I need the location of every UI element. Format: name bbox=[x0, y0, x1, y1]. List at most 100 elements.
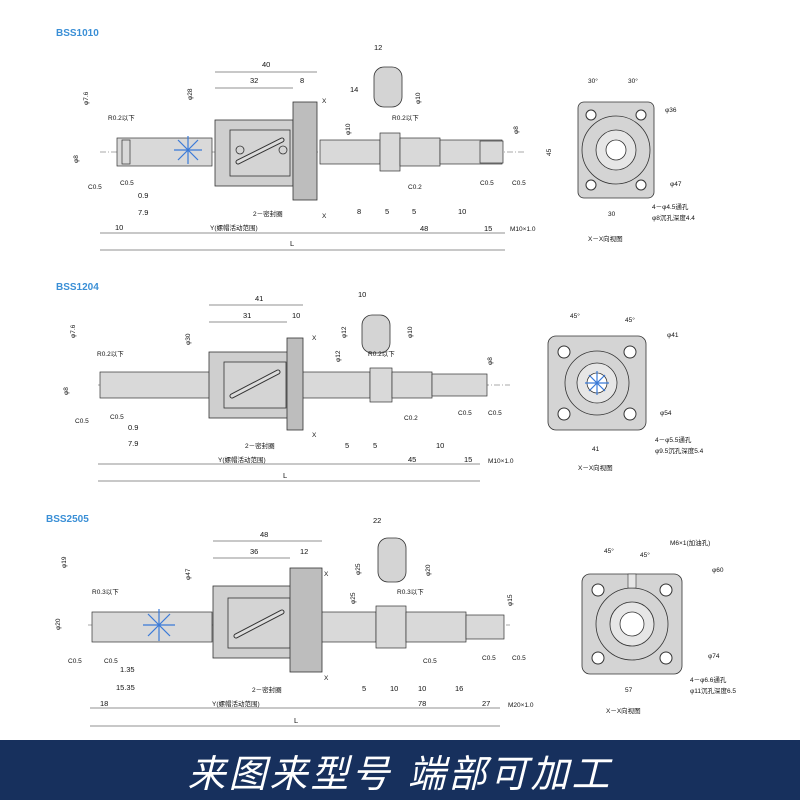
section-x: X bbox=[324, 571, 329, 578]
dim-c02: C0.2 bbox=[408, 184, 422, 191]
dim-57: 57 bbox=[625, 687, 633, 694]
dim-phi20-2: φ20 bbox=[425, 564, 432, 576]
dim-41: 41 bbox=[255, 294, 263, 303]
angle-45-2: 45° bbox=[640, 551, 650, 559]
dim-phi10-2: φ10 bbox=[415, 92, 422, 104]
dim-45: 45 bbox=[408, 455, 416, 464]
seal-label: 2－密封圈 bbox=[245, 441, 275, 450]
holes-note: 4－φ4.5通孔 bbox=[652, 202, 689, 211]
dim-10: 10 bbox=[390, 684, 398, 693]
dim-32: 32 bbox=[250, 76, 258, 85]
technical-drawing: BSS1010 40 32 8 12 14 φ7.6 bbox=[46, 28, 736, 727]
dim-phi12-2: φ12 bbox=[335, 350, 342, 362]
angle-30-2: 30° bbox=[628, 77, 638, 85]
dim-18: 18 bbox=[100, 699, 108, 708]
dim-phi74: φ74 bbox=[708, 653, 720, 660]
dim-12: 12 bbox=[374, 43, 382, 52]
promo-banner: 来图来型号 端部可加工 bbox=[0, 740, 800, 800]
dim-45: 45 bbox=[546, 148, 553, 156]
dim-36: 36 bbox=[250, 547, 258, 556]
dim-14: 14 bbox=[350, 85, 358, 94]
screw-shaft bbox=[116, 137, 213, 167]
dim-phi30: φ30 bbox=[185, 333, 192, 345]
dim-c05-4: C0.5 bbox=[482, 655, 496, 662]
dim-phi54: φ54 bbox=[660, 410, 672, 417]
dim-8-2: 8 bbox=[357, 207, 361, 216]
holes-note: 4－φ6.6通孔 bbox=[690, 675, 727, 684]
dim-27: 27 bbox=[482, 699, 490, 708]
dim-15-35: 15.35 bbox=[116, 683, 135, 692]
section-x-2: X bbox=[322, 213, 327, 220]
seal-label: 2－密封圈 bbox=[253, 209, 283, 218]
dim-c05: C0.5 bbox=[68, 658, 82, 665]
dim-phi10: φ10 bbox=[407, 326, 414, 338]
dim-10-2: 10 bbox=[418, 684, 426, 693]
dim-c05-4: C0.5 bbox=[512, 180, 526, 187]
dim-5: 5 bbox=[385, 207, 389, 216]
dim-10: 10 bbox=[292, 311, 300, 320]
thread-m20: M20×1.0 bbox=[508, 702, 534, 709]
model-label: BSS1010 bbox=[56, 28, 99, 39]
dim-5: 5 bbox=[362, 684, 366, 693]
dim-1-35: 1.35 bbox=[120, 665, 135, 674]
nut-travel-label: Y(螺帽活动范围) bbox=[218, 455, 266, 464]
dim-15: 15 bbox=[484, 224, 492, 233]
dim-c05: C0.5 bbox=[88, 184, 102, 191]
dim-c05-3: C0.5 bbox=[423, 658, 437, 665]
end-view-bss1204: 45° 45° φ41 φ54 41 4－φ5.5通孔 φ9.5沉孔深度5.4 … bbox=[547, 312, 704, 472]
counterbore-note: φ9.5沉孔深度5.4 bbox=[655, 446, 704, 455]
dim-30: 30 bbox=[608, 211, 616, 218]
dim-phi8: φ8 bbox=[63, 387, 70, 395]
dim-phi10: φ10 bbox=[345, 123, 352, 135]
dim-phi20: φ20 bbox=[55, 618, 62, 630]
dim-phi60: φ60 bbox=[712, 567, 724, 574]
dim-10-2: 10 bbox=[458, 207, 466, 216]
dim-phi7-6: φ7.6 bbox=[70, 324, 77, 338]
dim-phi28: φ28 bbox=[187, 88, 194, 100]
dim-48: 48 bbox=[420, 224, 428, 233]
end-view-title: X－X向视图 bbox=[588, 234, 623, 243]
drawing-bss1204: BSS1204 41 31 10 10 φ12 φ7.6 φ30 φ12 φ10… bbox=[56, 282, 704, 482]
dim-phi19: φ19 bbox=[61, 556, 68, 568]
dim-7-9: 7.9 bbox=[138, 208, 148, 217]
dim-phi36: φ36 bbox=[665, 107, 677, 114]
dim-5: 5 bbox=[345, 441, 349, 450]
dim-r02-2: R0.2以下 bbox=[392, 114, 419, 122]
model-label: BSS1204 bbox=[56, 282, 99, 293]
end-view-bss2505: M6×1(加油孔) 45° 45° φ60 φ74 57 4－φ6.6通孔 φ1… bbox=[581, 538, 736, 715]
dim-phi15: φ15 bbox=[507, 594, 514, 606]
section-x-2: X bbox=[324, 675, 329, 682]
dim-r02: R0.2以下 bbox=[108, 114, 135, 122]
dim-c05-2: C0.5 bbox=[104, 658, 118, 665]
dim-r03-2: R0.3以下 bbox=[397, 588, 424, 596]
holes-note: 4－φ5.5通孔 bbox=[655, 435, 692, 444]
nut-travel-label: Y(螺帽活动范围) bbox=[210, 223, 258, 232]
dim-c05-4: C0.5 bbox=[488, 410, 502, 417]
angle-45: 45° bbox=[570, 312, 580, 320]
dim-phi7-6: φ7.6 bbox=[83, 91, 90, 105]
dim-c05-3: C0.5 bbox=[480, 180, 494, 187]
end-view-bss1010: 30° 30° φ36 45 φ47 4－φ4.5通孔 φ8沉孔深度4.4 30… bbox=[546, 77, 695, 243]
angle-45: 45° bbox=[604, 547, 614, 555]
dim-r02-2: R0.2以下 bbox=[368, 350, 395, 358]
dim-c05-5: C0.5 bbox=[512, 655, 526, 662]
counterbore-note: φ11沉孔深度6.5 bbox=[690, 686, 736, 695]
nut-flange bbox=[292, 101, 318, 201]
dim-c02: C0.2 bbox=[404, 415, 418, 422]
oil-hole-note: M6×1(加油孔) bbox=[670, 538, 710, 547]
seal-label: 2－密封圈 bbox=[252, 685, 282, 694]
section-x: X bbox=[322, 98, 327, 105]
dim-48: 48 bbox=[260, 530, 268, 539]
dim-8: 8 bbox=[300, 76, 304, 85]
dim-L: L bbox=[290, 239, 294, 248]
dim-phi47: φ47 bbox=[185, 568, 192, 580]
drawing-bss2505: BSS2505 48 36 12 22 φ25 φ19 φ47 φ25 φ20 … bbox=[46, 514, 736, 727]
dim-c05-2: C0.5 bbox=[120, 180, 134, 187]
counterbore-note: φ8沉孔深度4.4 bbox=[652, 213, 695, 222]
angle-45-2: 45° bbox=[625, 316, 635, 324]
dim-31: 31 bbox=[243, 311, 251, 320]
dim-c05-3: C0.5 bbox=[458, 410, 472, 417]
dim-0-9: 0.9 bbox=[138, 191, 148, 200]
dim-40: 40 bbox=[262, 60, 270, 69]
dim-phi8-2: φ8 bbox=[487, 357, 494, 365]
